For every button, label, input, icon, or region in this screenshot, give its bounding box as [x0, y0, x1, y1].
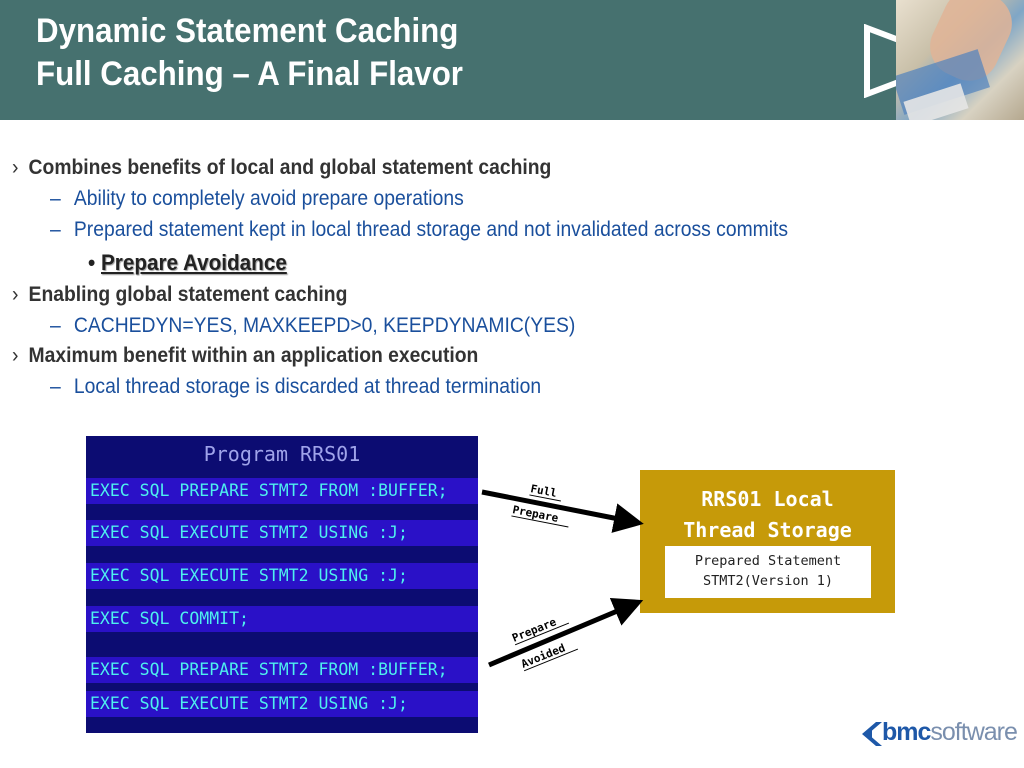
dash-marker: –	[50, 375, 61, 398]
thread-storage-box: RRS01 Local Thread Storage Prepared Stat…	[640, 470, 895, 613]
bullet-text: Maximum benefit within an application ex…	[28, 344, 479, 367]
prepared-statement-line-2: STMT2(Version 1)	[702, 573, 834, 589]
full-prepare-arrow	[481, 489, 644, 533]
sub-bullet-item: –Ability to completely avoid prepare ope…	[50, 187, 464, 211]
sub-bullet-text: CACHEDYN=YES, MAXKEEPD>0, KEEPDYNAMIC(YE…	[73, 314, 576, 337]
bullet-text: Enabling global statement caching	[28, 283, 348, 306]
header-band: Dynamic Statement Caching Full Caching –…	[0, 0, 1024, 120]
program-title: Program RRS01	[203, 442, 361, 466]
sub-bullet-text: Local thread storage is discarded at thr…	[73, 375, 542, 398]
bullet-item: › Enabling global statement caching	[12, 283, 347, 307]
dash-marker: –	[50, 314, 61, 337]
dash-marker: –	[50, 218, 61, 241]
storage-title-line-2: Thread Storage	[683, 518, 852, 542]
bullet-marker: ›	[12, 156, 19, 179]
logo-bmc: bmc	[882, 718, 931, 746]
full-label: Full	[529, 482, 557, 500]
code-line: EXEC SQL EXECUTE STMT2 USING :J;	[86, 691, 478, 717]
bullet-marker: ›	[12, 344, 19, 367]
bullet-text: Combines benefits of local and global st…	[28, 156, 552, 179]
title-line-2: Full Caching – A Final Flavor	[36, 55, 463, 93]
code-line: EXEC SQL PREPARE STMT2 FROM :BUFFER;	[86, 657, 478, 683]
bmc-chevron-icon	[862, 722, 882, 746]
prepare-label: Prepare	[511, 503, 559, 525]
prepare-avoidance-text: Prepare Avoidance	[100, 250, 287, 275]
bullet-marker: ›	[12, 283, 19, 306]
program-code-box: Program RRS01 EXEC SQL PREPARE STMT2 FRO…	[86, 436, 478, 733]
bullet-item: › Maximum benefit within an application e…	[12, 344, 478, 368]
bmc-software-logo: bmcsoftware	[856, 716, 1018, 750]
header-photo	[896, 0, 1024, 120]
dot-marker: •	[88, 250, 96, 275]
sub-bullet-item: –Local thread storage is discarded at th…	[50, 375, 541, 399]
prepared-statement-line-1: Prepared Statement	[694, 553, 842, 569]
code-line: EXEC SQL COMMIT;	[86, 606, 478, 632]
code-line: EXEC SQL EXECUTE STMT2 USING :J;	[86, 520, 478, 546]
dash-marker: –	[50, 187, 61, 210]
logo-text: bmcsoftware	[882, 718, 1018, 747]
prepare-label-2: Prepare	[510, 615, 558, 645]
sub-bullet-text: Prepared statement kept in local thread …	[73, 218, 789, 241]
title-line-1: Dynamic Statement Caching	[36, 12, 459, 50]
sub-bullet-text: Ability to completely avoid prepare oper…	[73, 187, 464, 210]
code-line: EXEC SQL EXECUTE STMT2 USING :J;	[86, 563, 478, 589]
sub-bullet-item: –CACHEDYN=YES, MAXKEEPD>0, KEEPDYNAMIC(Y…	[50, 314, 575, 338]
code-line: EXEC SQL PREPARE STMT2 FROM :BUFFER;	[86, 478, 478, 504]
slide-title: Dynamic Statement Caching Full Caching –…	[36, 10, 463, 96]
bullet-item: › Combines benefits of local and global s…	[12, 156, 551, 180]
sub-bullet-item: –Prepared statement kept in local thread…	[50, 218, 788, 242]
avoided-label: Avoided	[519, 641, 567, 670]
prepare-avoided-arrow	[488, 597, 644, 668]
logo-software: software	[930, 718, 1017, 746]
sub-sub-bullet-item: • Prepare Avoidance	[88, 250, 287, 276]
storage-title-line-1: RRS01 Local	[701, 487, 834, 511]
storage-title: RRS01 Local Thread Storage	[640, 484, 895, 546]
prepared-statement-box: Prepared Statement STMT2(Version 1)	[665, 546, 871, 598]
